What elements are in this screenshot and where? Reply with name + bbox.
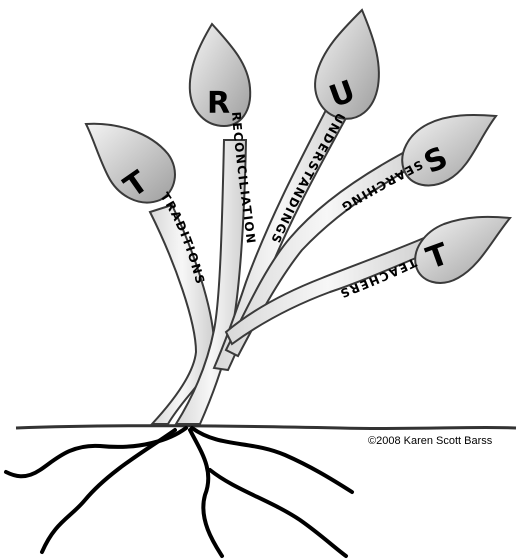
- ground-line: [16, 426, 516, 429]
- leaf-searching: [402, 115, 496, 185]
- letter-r-reconciliation: R: [207, 86, 230, 121]
- copyright-text: ©2008 Karen Scott Barss: [368, 435, 493, 447]
- roots: [6, 428, 352, 556]
